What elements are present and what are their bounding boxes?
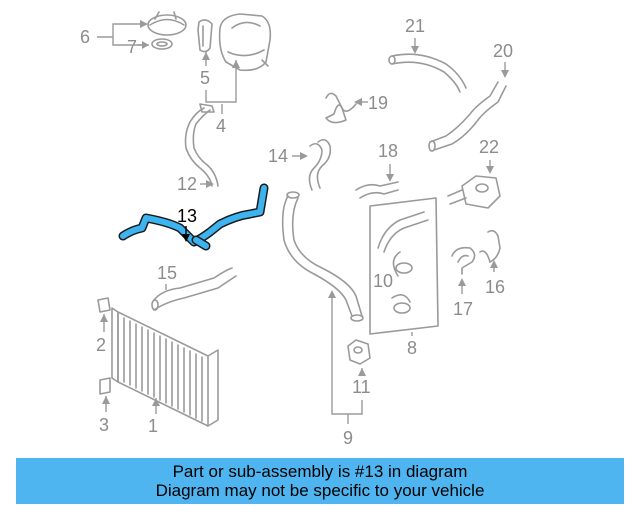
- part-19-hose[interactable]: [325, 92, 357, 124]
- part-reservoir[interactable]: [218, 13, 272, 72]
- callout-22: 22: [479, 137, 499, 157]
- callout-13: 13: [177, 206, 197, 226]
- part-15-hose[interactable]: [151, 267, 237, 311]
- parts-diagram: 6 7 5 4 12 13 15: [80, 11, 513, 448]
- callout-3: 3: [99, 415, 109, 435]
- callout-5: 5: [200, 68, 210, 88]
- part-17-hose[interactable]: [451, 246, 476, 275]
- part-22-flange[interactable]: [447, 175, 501, 209]
- part-7-seal-ring[interactable]: [151, 38, 173, 50]
- part-18-hose[interactable]: [355, 181, 399, 199]
- part-21-hose[interactable]: [388, 53, 467, 93]
- callout-6: 6: [80, 27, 90, 47]
- callout-20: 20: [493, 41, 513, 61]
- part-13-coolant-pipe[interactable]: [118, 183, 269, 251]
- callout-1: 1: [148, 416, 158, 436]
- callout-11: 11: [352, 377, 371, 397]
- banner-line-1: Part or sub-assembly is #13 in diagram: [172, 462, 468, 481]
- part-2-mount[interactable]: [97, 297, 111, 313]
- part-20-hose[interactable]: [428, 81, 507, 152]
- callout-9: 9: [343, 428, 353, 448]
- callout-16: 16: [485, 277, 505, 297]
- callout-8: 8: [407, 338, 417, 358]
- banner-line-2: Diagram may not be specific to your vehi…: [155, 481, 485, 500]
- part-11-fitting[interactable]: [347, 339, 371, 365]
- info-banner: Part or sub-assembly is #13 in diagram D…: [16, 458, 624, 504]
- callout-19: 19: [368, 93, 388, 113]
- part-3-mount[interactable]: [99, 377, 111, 395]
- callout-4: 4: [216, 116, 226, 136]
- callout-7: 7: [127, 37, 137, 57]
- part-14-hose[interactable]: [308, 138, 332, 191]
- part-6-cap[interactable]: [147, 11, 187, 36]
- callout-18: 18: [378, 141, 398, 161]
- callout-15: 15: [157, 263, 177, 283]
- part-5-hose[interactable]: [197, 19, 213, 53]
- part-9-hose[interactable]: [281, 191, 364, 322]
- callout-10: 10: [373, 271, 393, 291]
- part-12-hose[interactable]: [184, 103, 219, 187]
- callout-14: 14: [268, 146, 288, 166]
- callout-17: 17: [453, 299, 473, 319]
- callout-21: 21: [405, 16, 425, 36]
- part-8-hose-assembly[interactable]: [369, 197, 439, 335]
- part-1-radiator[interactable]: [111, 307, 219, 427]
- callout-2: 2: [96, 335, 106, 355]
- part-16-hose[interactable]: [479, 229, 501, 263]
- callout-12: 12: [177, 174, 197, 194]
